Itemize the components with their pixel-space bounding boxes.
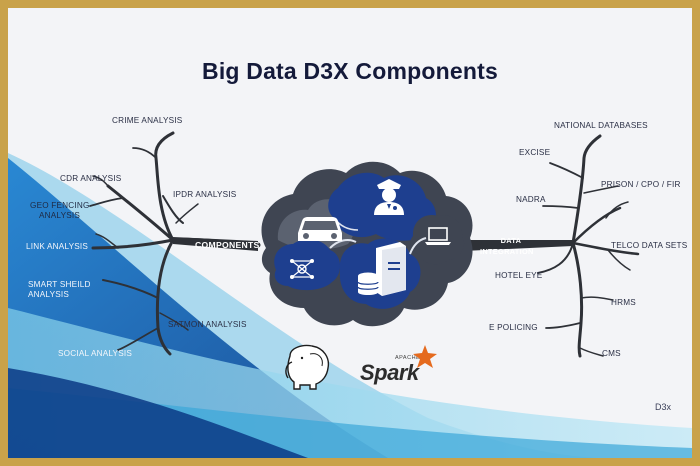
hotel-eye-label: HOTEL EYE — [495, 271, 543, 280]
page-title: Big Data D3X Components — [202, 58, 498, 84]
link-analysis-label: LINK ANALYSIS — [26, 242, 89, 251]
hrms-label: HRMS — [611, 298, 636, 307]
e-policing-label: E POLICING — [489, 323, 538, 332]
nadra-label: NADRA — [516, 195, 546, 204]
national-databases-label: NATIONAL DATABASES — [554, 121, 648, 130]
smart-sheild-label-line2: ANALYSIS — [28, 290, 70, 299]
smart-sheild-label-line1: SMART SHEILD — [28, 280, 91, 289]
telco-data-sets-label: TELCO DATA SETS — [611, 241, 688, 250]
excise-label: EXCISE — [519, 148, 551, 157]
cms-label: CMS — [602, 349, 621, 358]
police-officer-icon — [374, 179, 404, 215]
crime-analysis-label: CRIME ANALYSIS — [112, 116, 183, 125]
prison-cpo-fir-label: PRISON / CPO / FIR — [601, 180, 681, 189]
slide: APACHE Spark Big Data D3X Components COM… — [8, 8, 692, 458]
background-waves — [8, 153, 692, 458]
d3x-brand-label: D3x — [655, 402, 672, 412]
geo-fencing-label-line1: GEO FENCING — [30, 201, 90, 210]
spark-logo-text: Spark — [360, 360, 419, 385]
hadoop-elephant-icon — [285, 344, 330, 390]
apache-label: APACHE — [395, 355, 421, 361]
components-hub-label: COMPONENTS — [195, 240, 260, 250]
network-icon — [290, 259, 314, 279]
social-analysis-label: SOCIAL ANALYSIS — [58, 349, 132, 358]
data-integration-hub-label-line1: DATA — [500, 236, 522, 245]
ipdr-analysis-label: IPDR ANALYSIS — [173, 190, 237, 199]
laptop-icon — [425, 227, 451, 245]
server-database-icon — [357, 242, 406, 296]
data-integration-hub-label-line2: INTEGRATION — [480, 247, 534, 256]
satmon-analysis-label: SATMON ANALYSIS — [168, 320, 247, 329]
data-integration-tree — [460, 134, 640, 358]
cdr-analysis-label: CDR ANALYSIS — [60, 174, 122, 183]
car-icon — [298, 217, 342, 241]
geo-fencing-label-line2: ANALYSIS — [39, 211, 81, 220]
spark-star-icon — [413, 345, 437, 368]
components-tree — [89, 131, 261, 356]
